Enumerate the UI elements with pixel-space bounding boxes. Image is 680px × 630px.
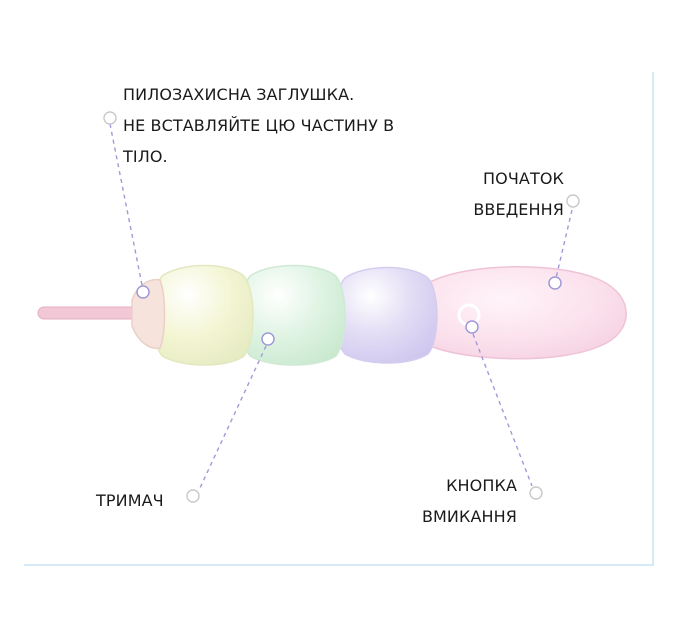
label-dot-dust-plug: [103, 111, 117, 125]
anchor-dust-plug: [136, 285, 150, 299]
diagram-frame: [24, 72, 654, 566]
dust-plug-label-line1: ПИЛОЗАХИСНА ЗАГЛУШКА.: [123, 85, 355, 104]
dust-plug-label-line3: ТІЛО.: [123, 147, 168, 166]
insertion-start-label-line1: ПОЧАТОК: [483, 169, 564, 188]
handle-label: ТРИМАЧ: [96, 485, 164, 516]
leader-dust-plug: [109, 123, 143, 286]
tip-segment: [420, 266, 627, 360]
label-dot-handle: [186, 489, 200, 503]
bead-green: [240, 264, 346, 366]
dust-plug-label-line2: НЕ ВСТАВЛЯЙТЕ ЦЮ ЧАСТИНУ В: [123, 116, 395, 135]
handle-label-text: ТРИМАЧ: [96, 491, 164, 510]
insertion-start-label: ПОЧАТОК ВВЕДЕННЯ: [473, 163, 564, 225]
anchor-power-button: [465, 320, 479, 334]
label-dot-insertion-start: [566, 194, 580, 208]
dust-plug-label: ПИЛОЗАХИСНА ЗАГЛУШКА. НЕ ВСТАВЛЯЙТЕ ЦЮ Ч…: [123, 79, 394, 172]
leader-insertion-start: [555, 209, 573, 279]
bead-purple: [334, 266, 438, 364]
anchor-insertion-start: [548, 276, 562, 290]
leader-power-button: [472, 333, 533, 487]
leader-handle: [199, 345, 267, 489]
power-button-label-line1: КНОПКА: [446, 476, 517, 495]
bead-yellow: [152, 264, 254, 366]
insertion-start-label-line2: ВВЕДЕННЯ: [473, 200, 564, 219]
power-button-label: КНОПКА ВМИКАННЯ: [422, 470, 517, 532]
cord: [37, 306, 139, 320]
power-button-label-line2: ВМИКАННЯ: [421, 507, 517, 526]
anchor-handle: [261, 332, 275, 346]
label-dot-power-button: [529, 486, 543, 500]
